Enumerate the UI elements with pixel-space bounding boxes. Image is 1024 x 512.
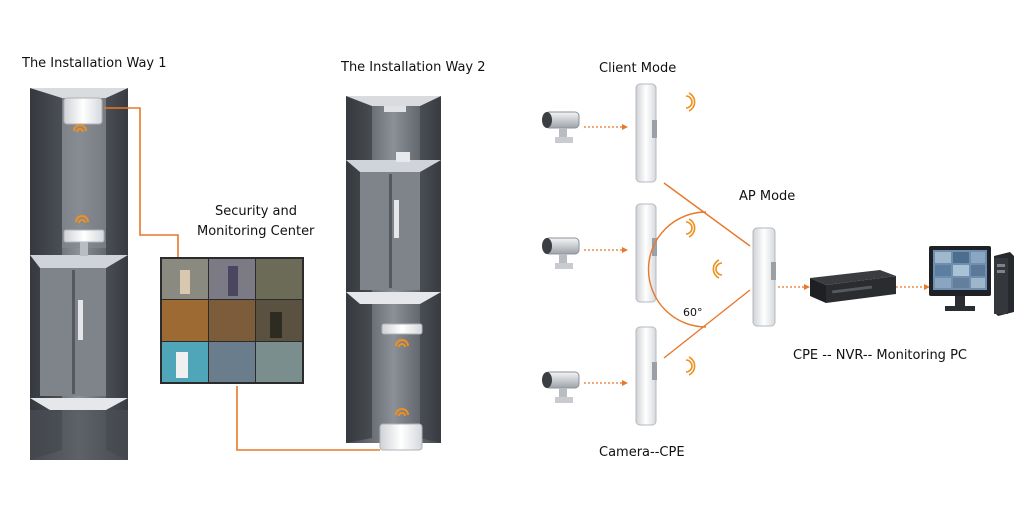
nvr-links — [778, 284, 930, 290]
wifi-signal-icon — [73, 124, 87, 133]
angle-label: 60° — [683, 306, 703, 319]
installation-way-2-title: The Installation Way 2 — [341, 60, 486, 75]
wifi-signal-icon — [685, 356, 696, 376]
pc-tower-icon — [994, 252, 1014, 316]
wifi-signal-icon — [395, 339, 409, 348]
elevator-shaft-2 — [346, 96, 441, 451]
cpe-antenna-icon — [635, 203, 657, 303]
camera-icon — [542, 371, 580, 403]
camera-cpe-links — [584, 124, 628, 386]
installation-way-1-title: The Installation Way 1 — [22, 56, 167, 71]
cpe-nvr-pc-label: CPE -- NVR-- Monitoring PC — [793, 348, 967, 363]
camera-icon — [542, 237, 580, 269]
link-lines-left — [104, 107, 380, 451]
ap-mode-label: AP Mode — [739, 189, 796, 204]
camera-icon — [542, 111, 580, 143]
security-center-label-line2: Monitoring Center — [197, 224, 315, 239]
elevator-shaft-1 — [30, 88, 128, 460]
cpe-antenna-icon — [635, 326, 657, 426]
nvr-recorder-icon — [810, 270, 896, 303]
wifi-signal-icon — [685, 92, 696, 112]
monitoring-video-wall — [160, 257, 304, 384]
monitor-icon — [929, 246, 991, 311]
wifi-signal-icon — [685, 218, 696, 238]
wifi-signal-icon — [75, 215, 89, 224]
client-mode-label: Client Mode — [599, 61, 677, 76]
cpe-antenna-icon — [752, 227, 776, 327]
ap-sector-lines — [647, 182, 751, 359]
wifi-signal-icon — [395, 408, 409, 417]
camera-cpe-label: Camera--CPE — [599, 445, 685, 460]
security-center-label-line1: Security and — [215, 204, 297, 219]
cpe-antenna-icon — [635, 83, 657, 183]
wifi-signal-icon — [712, 259, 723, 279]
